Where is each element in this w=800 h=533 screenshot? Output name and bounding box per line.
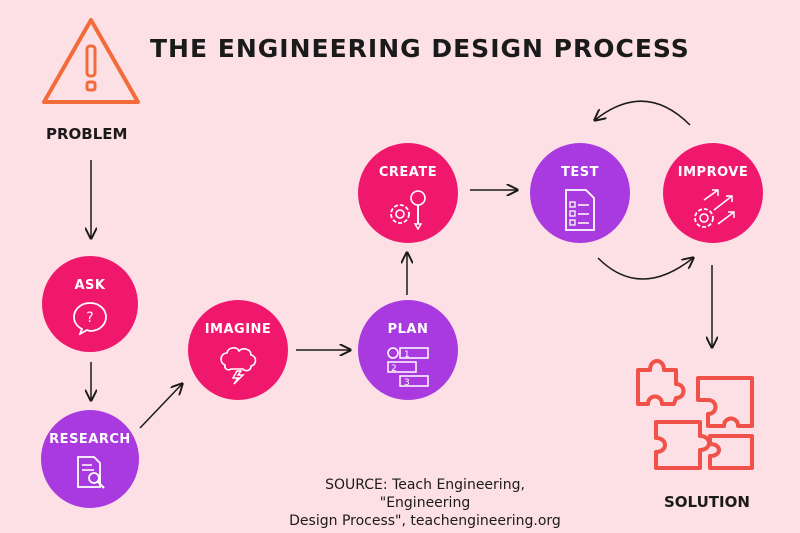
node-ask: ASK ? <box>42 256 138 352</box>
svg-text:?: ? <box>86 310 93 326</box>
node-test: TEST <box>530 143 630 243</box>
checklist-icon <box>565 189 595 231</box>
puzzle-icon <box>636 359 754 470</box>
svg-text:2: 2 <box>391 364 397 374</box>
question-bubble-icon: ? <box>73 302 107 335</box>
gear-arrows-icon <box>694 189 735 228</box>
arrow-test-improve <box>597 258 693 280</box>
page-title: THE ENGINEERING DESIGN PROCESS <box>150 34 690 63</box>
node-improve-label: IMPROVE <box>677 165 749 180</box>
node-improve: IMPROVE <box>663 143 763 243</box>
node-create-label: CREATE <box>378 165 438 180</box>
warning-triangle-icon <box>42 18 140 104</box>
node-test-label: TEST <box>561 165 599 180</box>
gear-lightbulb-icon <box>390 190 426 230</box>
arrow-improve-test <box>595 100 691 126</box>
node-create: CREATE <box>358 143 458 243</box>
document-magnifier-icon <box>77 456 105 489</box>
source-line-1: SOURCE: Teach Engineering, "Engineering <box>325 477 525 511</box>
problem-label: PROBLEM <box>46 125 128 143</box>
svg-text:1: 1 <box>404 350 410 360</box>
node-imagine: IMAGINE <box>188 300 288 400</box>
node-research: RESEARCH <box>41 410 139 508</box>
node-imagine-label: IMAGINE <box>204 322 272 337</box>
source-note: SOURCE: Teach Engineering, "Engineering … <box>280 476 570 530</box>
svg-text:3: 3 <box>404 378 410 387</box>
node-plan: PLAN 1 2 3 <box>358 300 458 400</box>
node-ask-label: ASK <box>74 278 106 293</box>
arrow-research-imagine <box>139 384 182 429</box>
source-line-2: Design Process", teachengineering.org <box>289 513 561 529</box>
solution-label: SOLUTION <box>664 493 750 511</box>
brain-lightning-icon <box>220 347 257 385</box>
node-plan-label: PLAN <box>387 322 429 337</box>
numbered-list-icon: 1 2 3 <box>387 347 429 387</box>
node-research-label: RESEARCH <box>49 432 131 447</box>
